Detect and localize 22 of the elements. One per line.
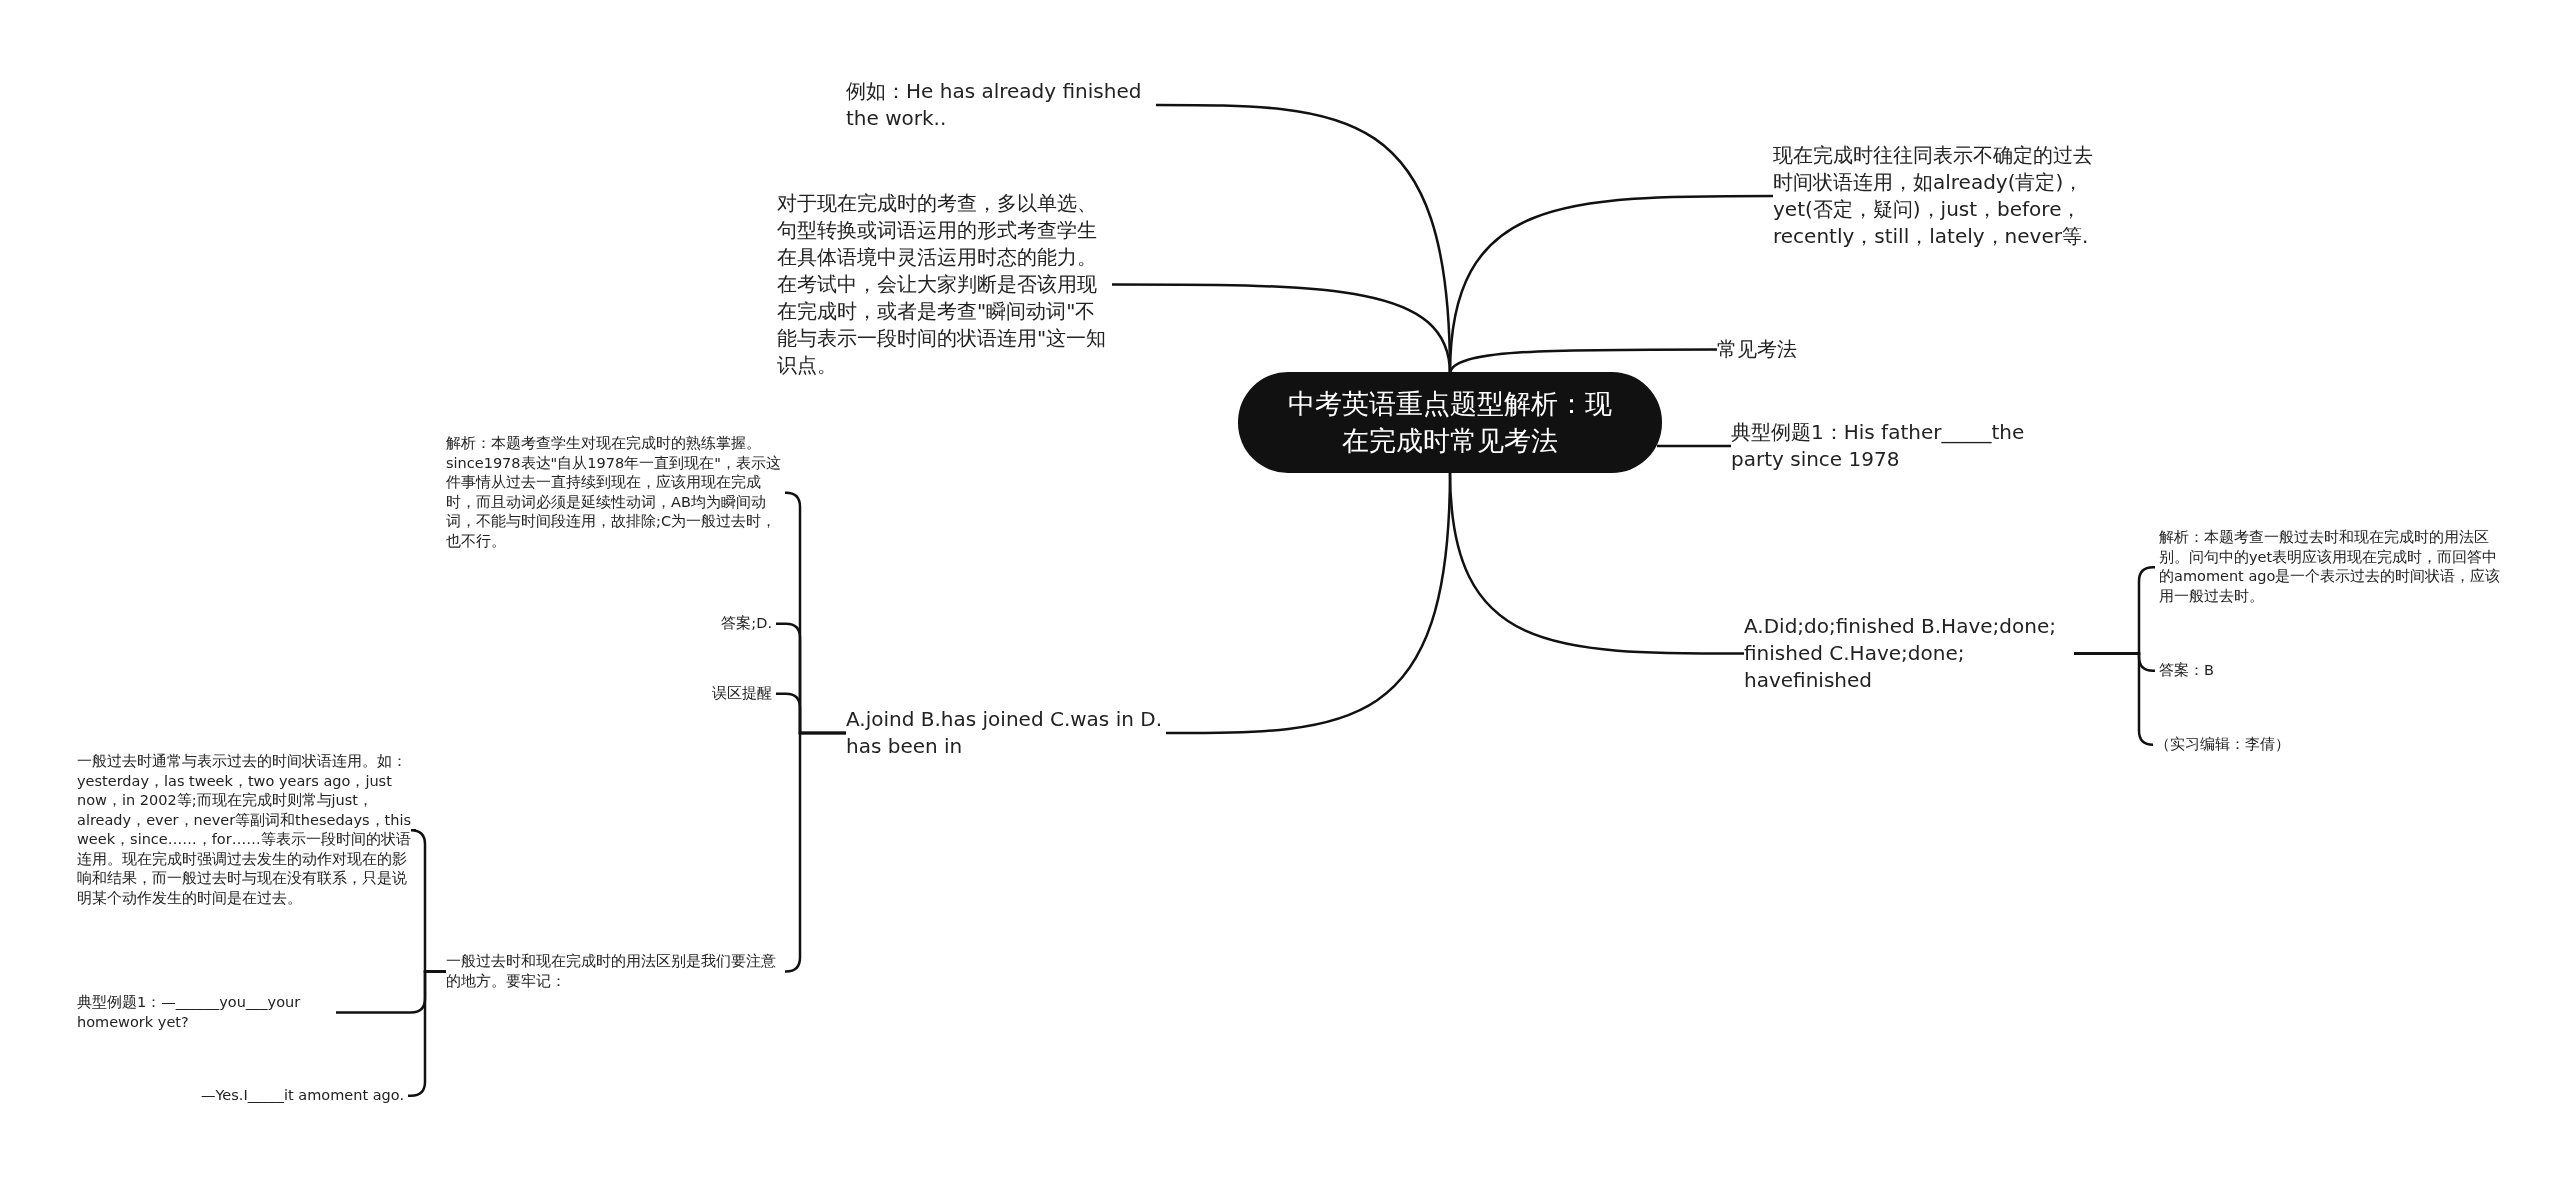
topic-text: A.joind B.has joined C.was in D. has been in <box>846 706 1166 760</box>
bracket-line <box>2074 652 2155 747</box>
topic-text: 常见考法 <box>1717 336 1797 363</box>
topic-text: 答案;D. <box>721 614 772 634</box>
topic-text: 解析：本题考查学生对现在完成时的熟练掌握。since1978表达"自从1978年一直到现在"，表示这件事情从过去一直持续到现在，应该用现在完成时，而且动词必须是延续性动词，AB均为瞬间动词，不能与时间段连用，故排除;C为一般过去时，也不行。 <box>446 434 781 552</box>
topic-text: —Yes.I_____it amoment ago. <box>200 1086 404 1106</box>
topic-text: 例如：He has already finished the work.. <box>846 78 1156 132</box>
topic-text: A.Did;do;finished B.Have;done; finished C.Have;done; havefinished <box>1744 613 2074 694</box>
topic-text: 答案：B <box>2159 661 2214 681</box>
topic-text: 解析：本题考查一般过去时和现在完成时的用法区别。问句中的yet表明应该用现在完成时，而回答中的amoment ago是一个表示过去的时间状语，应该用一般过去时。 <box>2159 528 2504 607</box>
branch-line <box>1448 348 1717 375</box>
branch-line <box>1657 444 1731 448</box>
central-topic: 中考英语重点题型解析：现在完成时常见考法 <box>1238 372 1662 473</box>
topic-text: 一般过去时通常与表示过去的时间状语连用。如：yesterday，las tweek，two years ago，just now，in 2002等;而现在完成时则常与just，already，ever，never等副词和thesedays，this week，since……，for……等表示一段时间的状语连用。现在完成时强调过去发生的动作对现在的影响和结果，而一般过去时与现在没有联系，只是说明某个动作发生的时间是在过去。 <box>77 752 412 909</box>
topic-text: 现在完成时往往同表示不确定的过去时间状语连用，如already(肯定)，yet(否定，疑问)，just，before，recently，still，lately，never等. <box>1773 142 2103 250</box>
branch-line <box>1448 470 1744 655</box>
topic-text: 对于现在完成时的考查，多以单选、句型转换或词语运用的形式考查学生在具体语境中灵活运用时态的能力。在考试中，会让大家判断是否该用现在完成时，或者是考查"瞬间动词"不能与表示一段时间的状语连用"这一知识点。 <box>777 190 1112 379</box>
topic-text: 典型例题1：His father_____the party since 1978 <box>1731 419 2041 473</box>
topic-text: 一般过去时和现在完成时的用法区别是我们要注意的地方。要牢记： <box>446 952 781 992</box>
topic-text: 误区提醒 <box>712 684 772 704</box>
topic-text: 典型例题1：—______you___your homework yet? <box>77 993 332 1033</box>
topic-text: （实习编辑：李倩） <box>2155 735 2290 755</box>
